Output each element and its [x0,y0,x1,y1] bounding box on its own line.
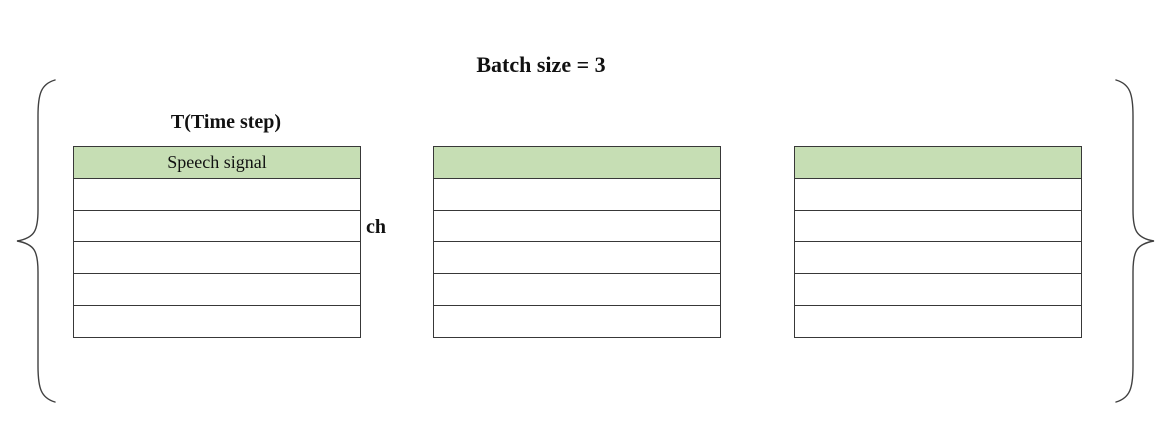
table-row [795,242,1081,275]
table-row [74,274,360,307]
table-row [795,306,1081,337]
table-row [74,242,360,275]
table-row [434,179,720,211]
table-row [434,274,720,307]
speech-signal-table-2 [433,146,721,338]
table-row [795,211,1081,243]
table-header-row [434,147,720,179]
speech-signal-table-3 [794,146,1082,338]
table-row [434,306,720,337]
table-row [434,211,720,243]
speech-signal-table-1: Speech signal [73,146,361,338]
time-step-axis-label: T(Time step) [170,111,282,133]
batch-size-title: Batch size = 3 [476,52,606,77]
table-row [74,211,360,243]
table-row [795,274,1081,307]
speech-signal-label: Speech signal [167,151,267,172]
table-row [434,242,720,275]
right-curly-brace-icon [1112,78,1160,404]
table-header-row [795,147,1081,179]
table-row [74,306,360,337]
table-row [795,179,1081,211]
table-header-row: Speech signal [74,147,360,179]
channel-axis-label: ch [366,216,386,238]
table-row [74,179,360,211]
left-curly-brace-icon [11,78,59,404]
